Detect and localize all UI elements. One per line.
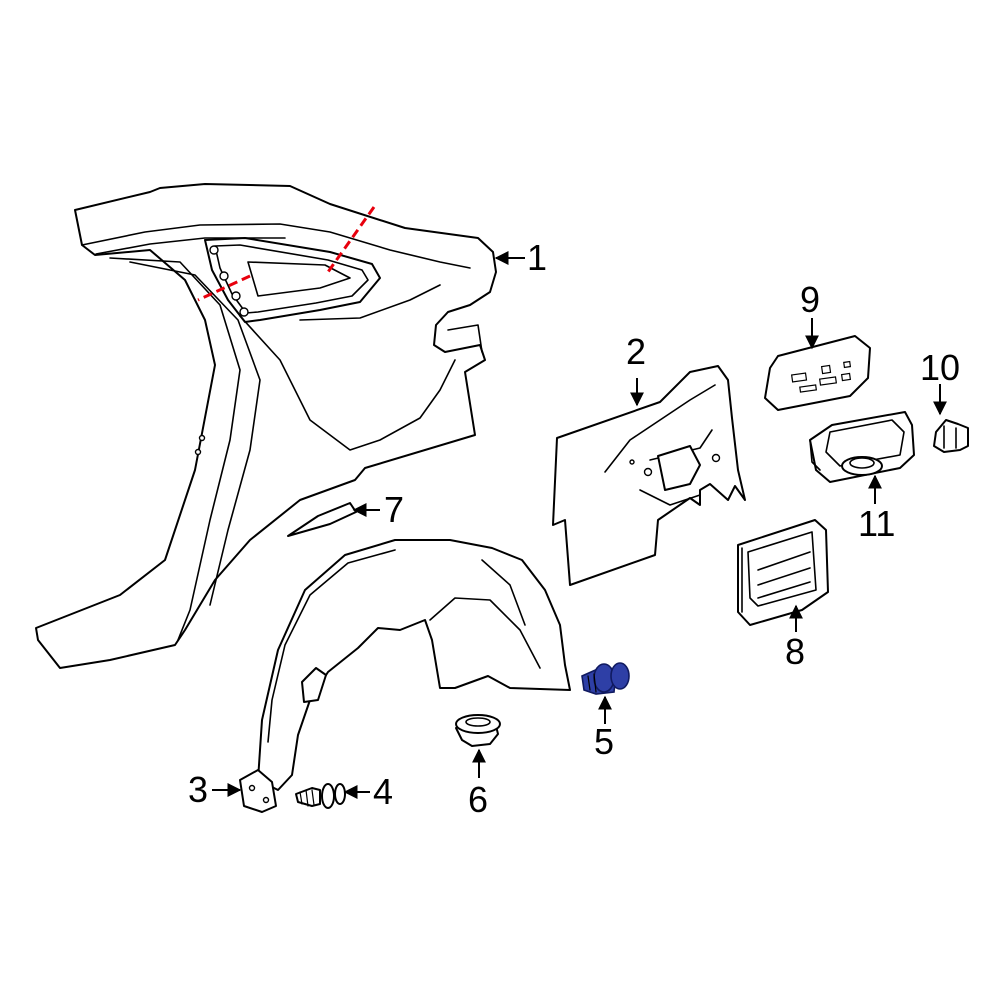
callout-4: 4: [373, 771, 393, 812]
liner-bracket[interactable]: [239, 769, 277, 813]
callout-11: 11: [858, 503, 895, 544]
trim-piece[interactable]: [287, 502, 357, 537]
pressure-vent[interactable]: [737, 519, 829, 626]
callout-3: 3: [188, 769, 208, 810]
push-retainer-clip[interactable]: [581, 662, 630, 695]
cut-line-lower: [197, 274, 251, 302]
callout-5: 5: [594, 721, 614, 762]
insulator-liner[interactable]: [552, 365, 746, 586]
nut[interactable]: [455, 714, 501, 747]
callout-2: 2: [626, 331, 646, 372]
callout-1: 1: [527, 237, 547, 278]
screw[interactable]: [295, 783, 346, 809]
clip[interactable]: [933, 419, 969, 453]
callout-10: 10: [920, 347, 960, 388]
callout-8: 8: [785, 631, 805, 672]
callout-7: 7: [384, 489, 404, 530]
callout-6: 6: [468, 779, 488, 820]
fuel-housing[interactable]: [809, 411, 915, 483]
callout-9: 9: [800, 279, 820, 320]
wheelhouse-liner[interactable]: [257, 539, 571, 791]
fuel-door[interactable]: [764, 335, 871, 411]
